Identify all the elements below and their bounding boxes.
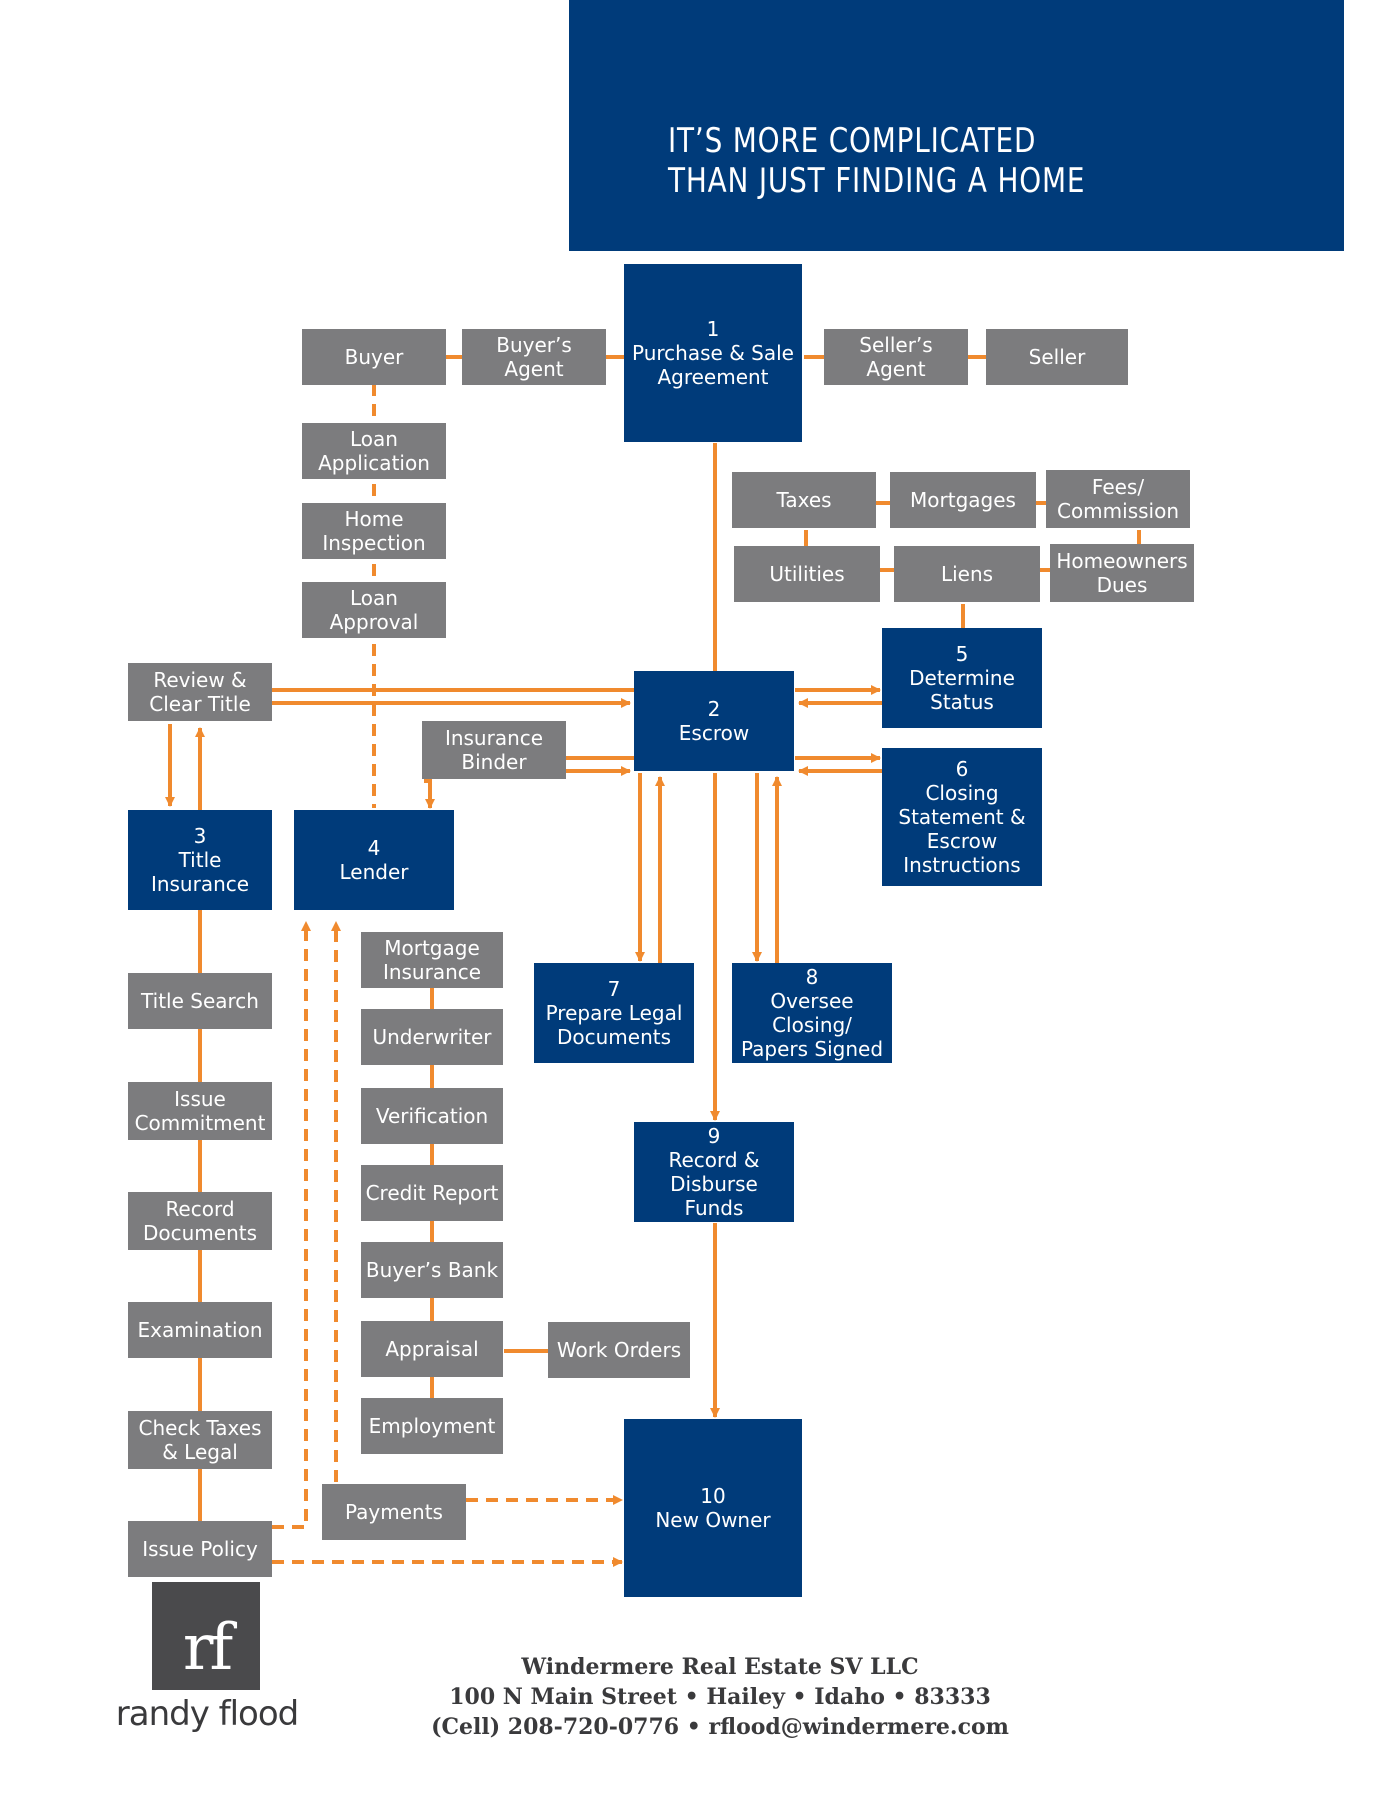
arrow-binder-to-lender (424, 779, 435, 809)
buyer-box: Buyer (302, 329, 446, 385)
randy-flood-logo: rf randy flood (102, 1582, 312, 1742)
header-banner: IT’S MORE COMPLICATED THAN JUST FINDING … (569, 0, 1344, 251)
logo-monogram: rf (182, 1611, 233, 1685)
sellers-agent-box: Seller’s Agent (824, 329, 968, 385)
record-documents-box: Record Documents (128, 1192, 272, 1250)
logo-wordmark: randy flood (115, 1694, 299, 1734)
prepare-legal-documents-box: 7 Prepare Legal Documents (534, 963, 694, 1063)
footer-company: Windermere Real Estate SV LLC (521, 1654, 919, 1680)
underwriter-box: Underwriter (361, 1009, 503, 1065)
footer-contact-line: (Cell) 208-720-0776 • rflood@windermere.… (431, 1714, 1009, 1740)
title-insurance-box: 3 Title Insurance (128, 810, 272, 910)
homeowners-dues-box: Homeowners Dues (1050, 544, 1194, 602)
title-search-box: Title Search (128, 973, 272, 1029)
issue-commitment-box: Issue Commitment (128, 1082, 272, 1140)
verification-box: Verification (361, 1088, 503, 1144)
record-disburse-funds-box: 9 Record & Disburse Funds (634, 1122, 794, 1222)
mortgages-box: Mortgages (890, 472, 1036, 528)
escrow-box: 2 Escrow (634, 671, 794, 771)
footer-contact: Windermere Real Estate SV LLC 100 N Main… (380, 1652, 1060, 1742)
purchase-sale-agreement-box: 1 Purchase & Sale Agreement (624, 264, 802, 442)
review-clear-title-box: Review & Clear Title (128, 663, 272, 721)
taxes-box: Taxes (732, 472, 876, 528)
lender-box: 4 Lender (294, 810, 454, 910)
determine-status-box: 5 Determine Status (882, 628, 1042, 728)
new-owner-box: 10 New Owner (624, 1419, 802, 1597)
header-title-line-1: IT’S MORE COMPLICATED (668, 121, 1037, 161)
loan-approval-box: Loan Approval (302, 582, 446, 638)
oversee-closing-box: 8 Oversee Closing/ Papers Signed (732, 963, 892, 1063)
employment-box: Employment (361, 1398, 503, 1454)
home-inspection-box: Home Inspection (302, 503, 446, 559)
issue-policy-box: Issue Policy (128, 1521, 272, 1577)
logo-square (152, 1582, 260, 1690)
seller-box: Seller (986, 329, 1128, 385)
check-taxes-legal-box: Check Taxes & Legal (128, 1411, 272, 1469)
header-title: IT’S MORE COMPLICATED THAN JUST FINDING … (668, 121, 1085, 201)
payments-box: Payments (322, 1484, 466, 1540)
mortgage-insurance-box: Mortgage Insurance (361, 932, 503, 988)
footer-address: 100 N Main Street • Hailey • Idaho • 833… (449, 1684, 991, 1710)
credit-report-box: Credit Report (361, 1165, 503, 1221)
insurance-binder-box: Insurance Binder (422, 721, 566, 779)
examination-box: Examination (128, 1302, 272, 1358)
liens-box: Liens (894, 546, 1040, 602)
utilities-box: Utilities (734, 546, 880, 602)
fees-commission-box: Fees/ Commission (1046, 470, 1190, 528)
buyers-bank-box: Buyer’s Bank (361, 1242, 503, 1298)
dashed-issue-policy-to-lender (272, 921, 311, 1529)
appraisal-box: Appraisal (361, 1321, 503, 1377)
buyers-agent-box: Buyer’s Agent (462, 329, 606, 385)
work-orders-box: Work Orders (548, 1322, 690, 1378)
header-title-line-2: THAN JUST FINDING A HOME (668, 161, 1086, 201)
closing-statement-box: 6 Closing Statement & Escrow Instruction… (882, 748, 1042, 886)
loan-application-box: Loan Application (302, 423, 446, 479)
